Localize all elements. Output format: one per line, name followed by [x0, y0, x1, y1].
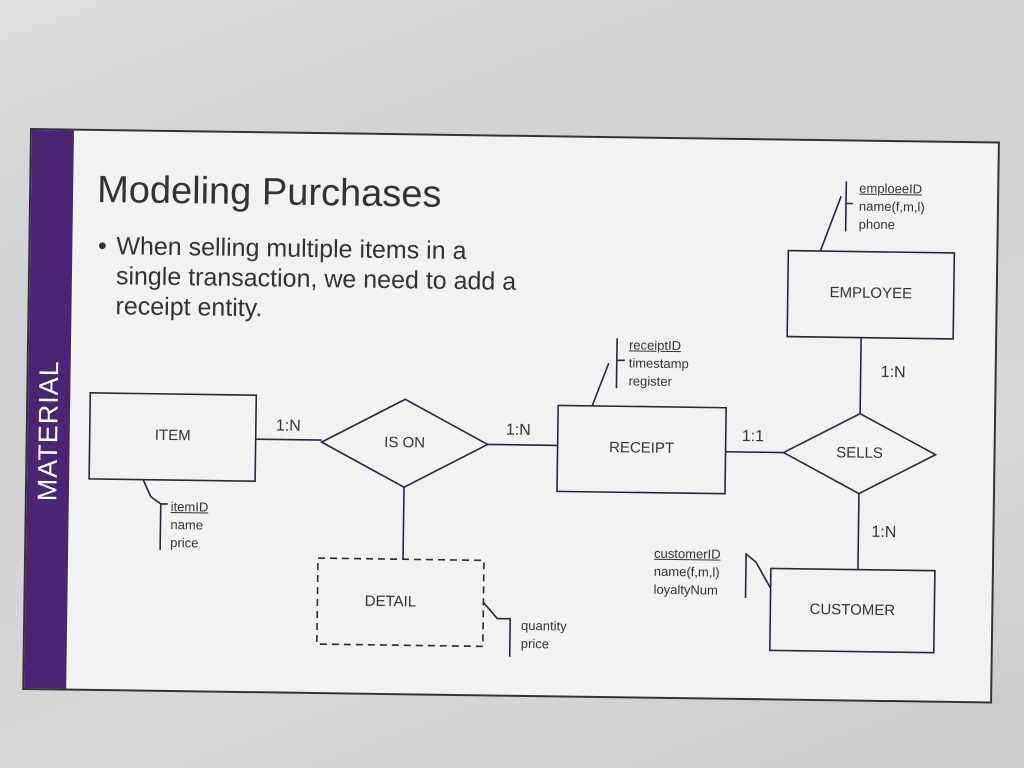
bracket-employee-attributes: [819, 181, 854, 252]
attribute-detail-quantity: quantity: [520, 617, 567, 634]
attributes-item: itemID name price: [170, 498, 208, 553]
entity-customer: CUSTOMER: [809, 600, 896, 620]
entity-receipt-box: [556, 404, 727, 495]
connector-sells-customer: [857, 493, 860, 570]
attribute-customer-name: name(f,m,l): [653, 563, 720, 580]
bracket-customer-attributes: [744, 552, 772, 599]
attributes-receipt: receiptID timestamp register: [628, 336, 689, 391]
cardinality-receipt-sells: 1:1: [741, 427, 765, 446]
attribute-receipt-timestamp: timestamp: [628, 355, 689, 372]
slide: MATERIAL Modeling Purchases • When selli…: [22, 128, 1000, 704]
attribute-customer-key: customerID: [654, 545, 721, 562]
relationship-sells: SELLS: [836, 444, 884, 462]
cardinality-employee-sells: 1:N: [880, 363, 906, 382]
connector-item-is-on: [255, 438, 322, 441]
bracket-detail-attributes: [482, 601, 512, 657]
entity-item: ITEM: [154, 426, 191, 445]
entity-customer-box: [768, 567, 936, 654]
cardinality-sells-customer: 1:N: [871, 523, 897, 542]
attribute-item-price: price: [170, 534, 199, 551]
connector-receipt-sells: [725, 450, 784, 454]
entity-employee: EMPLOYEE: [829, 284, 913, 303]
connector-employee-sells: [859, 337, 862, 414]
attribute-customer-loyalty: loyaltyNum: [653, 581, 719, 598]
attributes-employee: emploeeID name(f,m,l) phone: [859, 180, 925, 235]
entity-item-box: [88, 392, 258, 482]
bracket-item-attributes: [142, 479, 168, 550]
attribute-item-key: itemID: [170, 499, 209, 515]
connector-is-on-receipt: [487, 443, 558, 447]
attribute-detail-price: price: [520, 635, 550, 652]
relationship-sells-diamond: [781, 412, 938, 495]
attribute-receipt-register: register: [628, 373, 672, 389]
cardinality-item-is-on: 1:N: [275, 417, 301, 435]
attribute-employee-key: emploeeID: [859, 180, 923, 197]
entity-detail: DETAIL: [364, 592, 417, 611]
attribute-employee-phone: phone: [858, 216, 895, 233]
connector-is-on-detail: [402, 487, 405, 560]
bracket-receipt-attributes: [591, 338, 625, 407]
attribute-receipt-key: receiptID: [628, 337, 682, 354]
cardinality-is-on-receipt: 1:N: [505, 421, 531, 440]
entity-employee-box: [786, 249, 956, 340]
entity-receipt: RECEIPT: [608, 439, 675, 458]
attribute-item-name: name: [170, 517, 204, 533]
er-diagram: [88, 181, 956, 657]
attribute-employee-name: name(f,m,l): [858, 198, 925, 215]
attributes-detail: quantity price: [521, 617, 567, 654]
relationship-is-on: IS ON: [384, 433, 426, 452]
attributes-customer: customerID name(f,m,l) loyaltyNum: [653, 545, 721, 600]
